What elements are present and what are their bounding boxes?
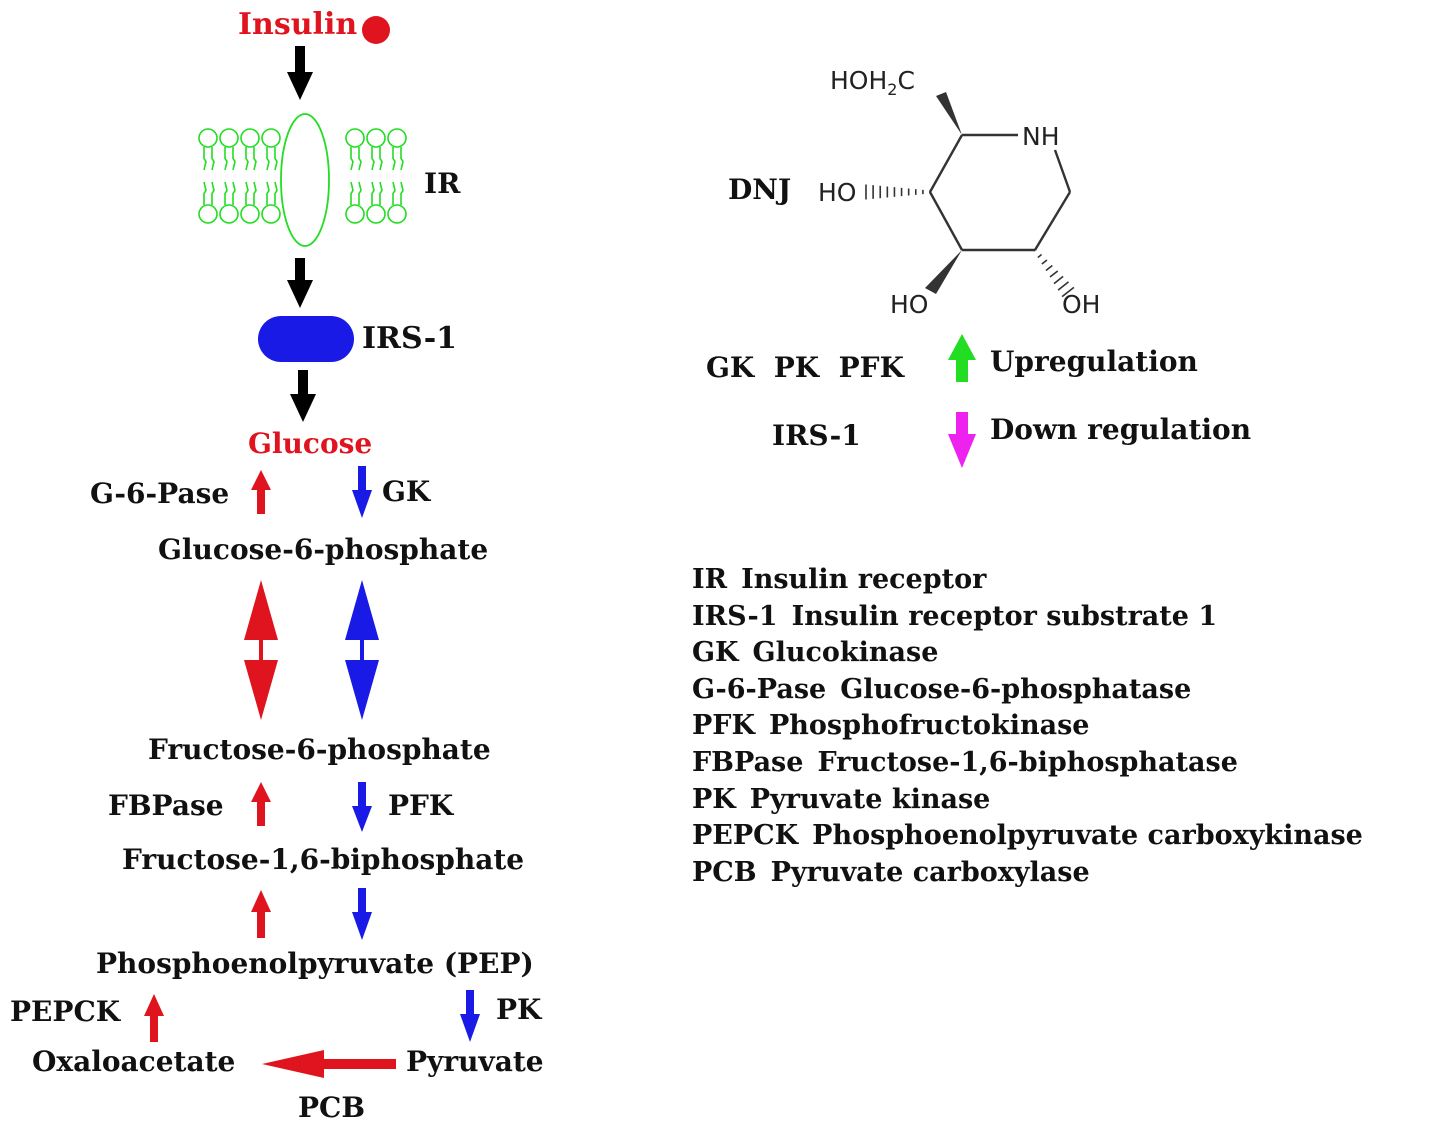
glossary-full: Glucokinase — [752, 637, 939, 669]
arrow-ir-to-irs1 — [287, 258, 313, 308]
glossary-abbr: PK — [692, 783, 736, 815]
glossary-full: Phosphoenolpyruvate carboxykinase — [812, 820, 1363, 852]
dnj-hash-ho-left — [865, 184, 931, 200]
dnj-ho-left: HO — [818, 178, 857, 207]
glossary-row: IR Insulin receptor — [692, 562, 1363, 599]
glossary-row: PCB Pyruvate carboxylase — [692, 855, 1363, 892]
glossary-full: Phosphofructokinase — [768, 710, 1090, 742]
glossary-abbr: PEPCK — [692, 820, 799, 852]
glossary-row: PFK Phosphofructokinase — [692, 708, 1363, 745]
glucose-label: Glucose — [248, 427, 373, 460]
dnj-name: DNJ — [728, 173, 792, 206]
fbpase-label: FBPase — [108, 789, 224, 822]
glossary-full: Fructose-1,6-biphosphatase — [817, 746, 1238, 778]
glossary-row: PK Pyruvate kinase — [692, 782, 1363, 819]
dnj-ho-bottom: HO — [890, 290, 929, 319]
glossary-full: Pyruvate carboxylase — [770, 856, 1090, 888]
glossary-abbr: PFK — [692, 710, 755, 742]
fructose-6-phosphate-label: Fructose-6-phosphate — [148, 733, 491, 766]
arrow-red-bidirectional — [244, 580, 278, 720]
pyruvate-label: Pyruvate — [406, 1045, 544, 1078]
glossary-full: Glucose-6-phosphatase — [840, 673, 1192, 705]
arrow-pk-down — [460, 990, 480, 1042]
dnj-wedge-ch2oh — [936, 92, 962, 135]
glossary-full: Insulin receptor substrate 1 — [791, 600, 1218, 632]
legend-down-label: Down regulation — [990, 413, 1252, 446]
cell-membrane — [198, 128, 407, 224]
insulin-receptor-protein — [280, 113, 330, 247]
glossary-full: Insulin receptor — [741, 564, 987, 595]
pepck-label: PEPCK — [10, 995, 121, 1028]
glossary-abbr: FBPase — [692, 746, 804, 778]
pcb-label: PCB — [298, 1091, 366, 1124]
arrow-insulin-to-ir — [287, 46, 313, 100]
dnj-oh-bottom: OH — [1062, 290, 1101, 319]
glossary-abbr: IRS-1 — [692, 600, 778, 632]
arrow-blue-down-fbp — [352, 888, 372, 940]
arrow-pcb-left — [262, 1050, 396, 1078]
pfk-label: PFK — [388, 789, 454, 822]
dnj-structure — [928, 133, 1072, 252]
arrow-gk-down — [352, 466, 372, 518]
oxaloacetate-label: Oxaloacetate — [32, 1045, 236, 1078]
dnj-nh: NH — [1022, 122, 1060, 151]
fructose-1-6-biphosphate-label: Fructose-1,6-biphosphate — [122, 843, 525, 876]
glucose-6-phosphate-label: Glucose-6-phosphate — [158, 533, 489, 566]
arrow-pfk-down — [352, 782, 372, 832]
glossary-row: PEPCK Phosphoenolpyruvate carboxykinase — [692, 818, 1363, 855]
insulin-dot — [362, 16, 390, 44]
glossary-abbr: IR — [692, 564, 728, 595]
dnj-hoh2c: HOH2C — [830, 66, 915, 99]
dnj-wedge-ho — [925, 250, 962, 294]
glossary-row: G-6-Pase Glucose-6-phosphatase — [692, 672, 1363, 709]
arrow-g6pase-up — [251, 470, 271, 514]
irs1-capsule — [258, 316, 354, 362]
glossary-abbr: PCB — [692, 856, 757, 888]
legend-up-enzymes: GK PK PFK — [706, 351, 904, 384]
glossary-row: IRS-1 Insulin receptor substrate 1 — [692, 599, 1363, 636]
arrow-irs1-to-glucose — [290, 370, 316, 422]
glossary-row: FBPase Fructose-1,6-biphosphatase — [692, 745, 1363, 782]
legend-down-enzymes: IRS-1 — [772, 419, 861, 452]
ir-label: IR — [424, 167, 461, 200]
dnj-hash-oh — [1033, 248, 1075, 298]
pep-label: Phosphoenolpyruvate (PEP) — [96, 947, 534, 980]
glossary-abbr: G-6-Pase — [692, 673, 827, 705]
abbreviation-glossary: IR Insulin receptor IRS-1 Insulin receptor… — [692, 562, 1363, 891]
upregulation-arrow — [948, 334, 976, 382]
arrow-blue-bidirectional — [345, 580, 379, 720]
glossary-row: GK Glucokinase — [692, 635, 1363, 672]
insulin-label: Insulin — [238, 7, 358, 42]
g6pase-label: G-6-Pase — [90, 477, 230, 510]
arrow-pepck-up — [144, 994, 164, 1042]
glossary-full: Pyruvate kinase — [749, 783, 991, 815]
gk-label: GK — [382, 475, 431, 508]
legend-up-label: Upregulation — [990, 345, 1198, 378]
irs1-label: IRS-1 — [362, 321, 458, 356]
arrow-red-up-fbp — [251, 890, 271, 938]
downregulation-arrow — [948, 412, 976, 468]
arrow-fbpase-up — [251, 782, 271, 826]
glossary-abbr: GK — [692, 637, 739, 669]
pk-label: PK — [496, 993, 542, 1026]
